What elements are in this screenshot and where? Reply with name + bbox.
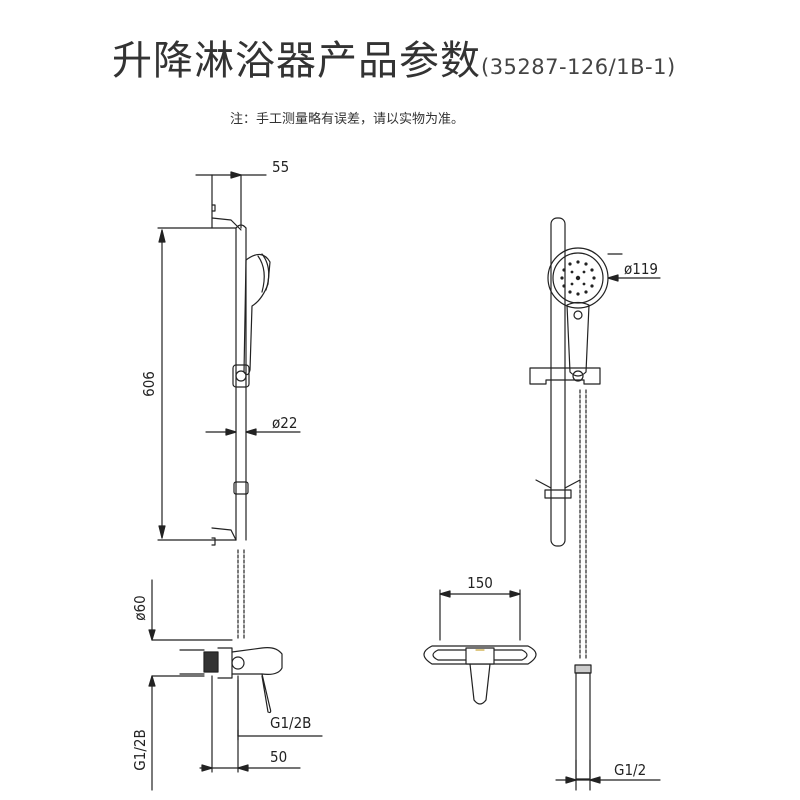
dim-inlet-thread: G1/2B: [131, 729, 149, 770]
dim-valve-offset: 50: [270, 748, 287, 766]
model-code: (35287-126/1B-1): [481, 55, 676, 79]
dim-hose-thread: G1/2: [614, 761, 646, 779]
dim-outlet-thread: G1/2B: [270, 714, 311, 732]
dim-slide-bar-length: 606: [140, 371, 158, 397]
side-view: [148, 171, 323, 791]
title-main: 升降淋浴器产品参数: [112, 38, 481, 84]
dim-slide-bar-offset: 55: [272, 158, 289, 176]
page-title: 升降淋浴器产品参数(35287-126/1B-1): [112, 28, 676, 86]
dim-bar-diameter: ø22: [272, 414, 297, 432]
dim-handshower-diameter: ø119: [624, 260, 658, 278]
measurement-note: 注：手工测量略有误差，请以实物为准。: [230, 112, 465, 127]
front-view: [529, 217, 661, 791]
dim-valve-width: 150: [467, 574, 493, 592]
dim-valve-diameter: ø60: [131, 595, 149, 620]
valve-view: [423, 589, 537, 705]
